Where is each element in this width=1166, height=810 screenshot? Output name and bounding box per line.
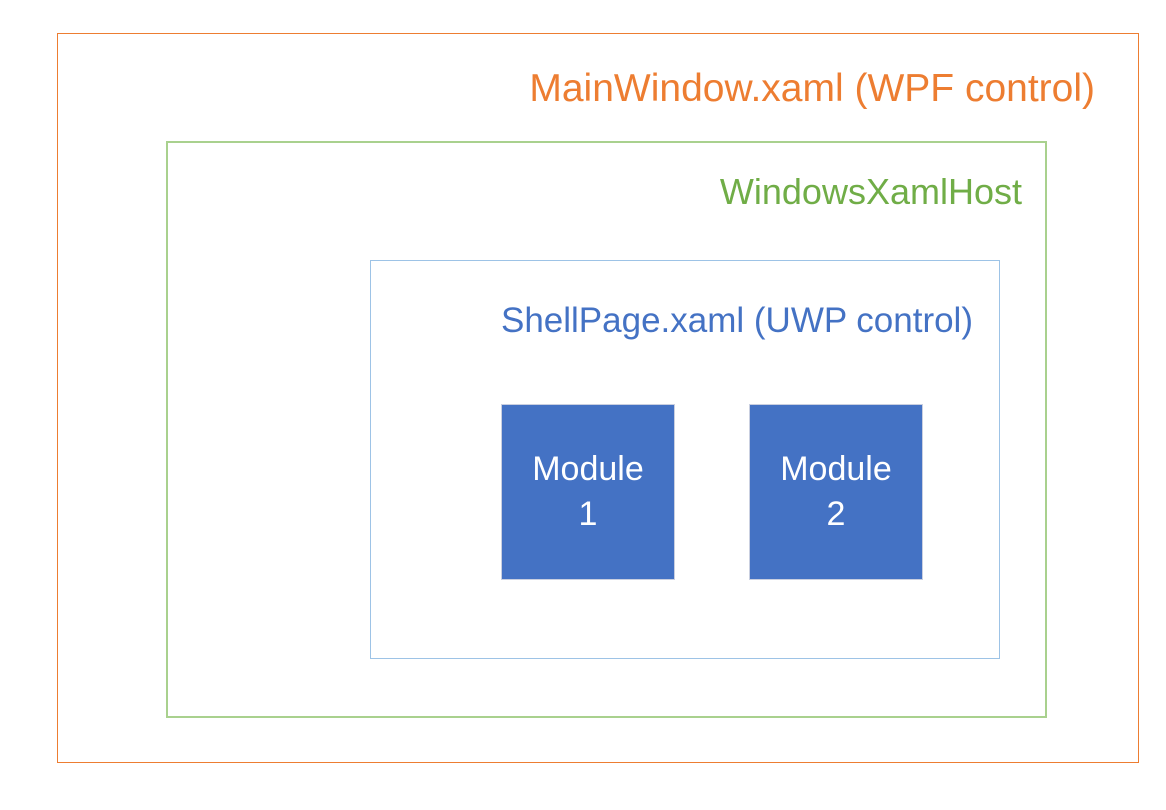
windowsxamlhost-frame bbox=[166, 141, 1047, 718]
module-2-label-line-2: 2 bbox=[826, 495, 846, 533]
module-1-label-line-2: 1 bbox=[578, 495, 598, 533]
windowsxamlhost-label: WindowsXamlHost bbox=[719, 171, 1022, 212]
module-1-label-line-1: Module bbox=[532, 450, 644, 489]
shellpage-label: ShellPage.xaml (UWP control) bbox=[500, 301, 973, 340]
module-2-label-line-1: Module bbox=[780, 450, 892, 489]
mainwindow-label: MainWindow.xaml (WPF control) bbox=[529, 67, 1095, 110]
module-1-box: Module 1 bbox=[501, 404, 675, 580]
mainwindow-frame bbox=[57, 33, 1139, 763]
module-2-box: Module 2 bbox=[749, 404, 923, 580]
shellpage-frame bbox=[370, 260, 1000, 659]
